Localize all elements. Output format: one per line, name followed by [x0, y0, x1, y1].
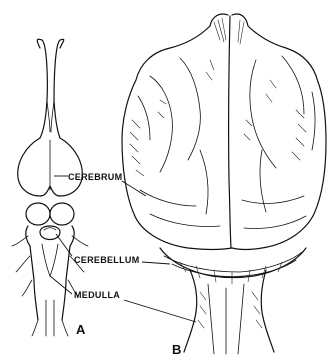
cerebellum-label: CEREBELLUM: [74, 255, 140, 265]
medulla-label: MEDULLA: [74, 290, 120, 300]
label-cerebrum: CEREBRUM: [54, 172, 146, 196]
panel-b-label: B: [172, 342, 181, 357]
cerebrum-label: CEREBRUM: [68, 172, 122, 182]
panel-a-label: A: [76, 322, 86, 337]
brain-diagram-b: [122, 14, 326, 354]
label-medulla: MEDULLA: [50, 276, 196, 322]
